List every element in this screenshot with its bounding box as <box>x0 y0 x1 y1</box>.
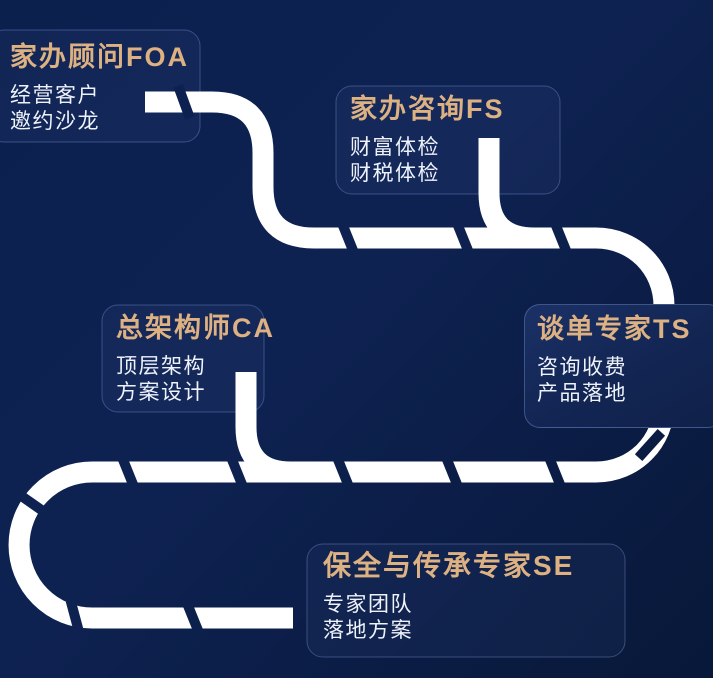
stage-foa-body: 经营客户 邀约沙龙 <box>10 83 189 134</box>
stage-ts-line: 咨询收费 <box>537 356 627 379</box>
stage-ca: 总架构师CA 顶层架构 方案设计 <box>116 313 275 405</box>
stage-se-line: 专家团队 <box>323 593 413 616</box>
stage-se-line: 落地方案 <box>323 619 413 642</box>
stage-ts-line: 产品落地 <box>537 382 627 405</box>
stage-ts-body: 咨询收费 产品落地 <box>537 355 692 406</box>
stage-foa-title: 家办顾问FOA <box>10 42 189 72</box>
road-branch-fs <box>478 138 535 249</box>
stage-foa-line: 邀约沙龙 <box>10 110 100 133</box>
stage-se-title: 保全与传承专家SE <box>323 550 575 581</box>
card-se <box>306 543 626 658</box>
stage-fs-body: 财富体检 财税体检 <box>350 135 505 186</box>
road-branch-ca <box>235 372 292 483</box>
stage-ca-body: 顶层架构 方案设计 <box>116 354 275 405</box>
stage-ca-line: 方案设计 <box>116 381 206 404</box>
stage-ts: 谈单专家TS 咨询收费 产品落地 <box>537 314 692 406</box>
card-ts <box>524 304 713 428</box>
stage-ca-line: 顶层架构 <box>116 355 206 378</box>
road-dash-gaps <box>13 84 666 636</box>
stage-fs-line: 财富体检 <box>350 136 440 159</box>
stage-fs-line: 财税体检 <box>350 162 440 185</box>
stage-ca-title: 总架构师CA <box>116 313 275 343</box>
stage-ts-title: 谈单专家TS <box>537 314 692 344</box>
stage-fs-title: 家办咨询FS <box>350 94 505 124</box>
stage-foa-line: 经营客户 <box>10 84 100 107</box>
stage-se-body: 专家团队 落地方案 <box>323 592 574 643</box>
stage-foa: 家办顾问FOA 经营客户 邀约沙龙 <box>10 42 189 134</box>
stage-se: 保全与传承专家SE 专家团队 落地方案 <box>323 551 574 643</box>
stage-fs: 家办咨询FS 财富体检 财税体检 <box>350 94 505 186</box>
card-fs <box>335 85 561 195</box>
card-foa <box>0 29 201 143</box>
card-ca <box>101 304 265 413</box>
